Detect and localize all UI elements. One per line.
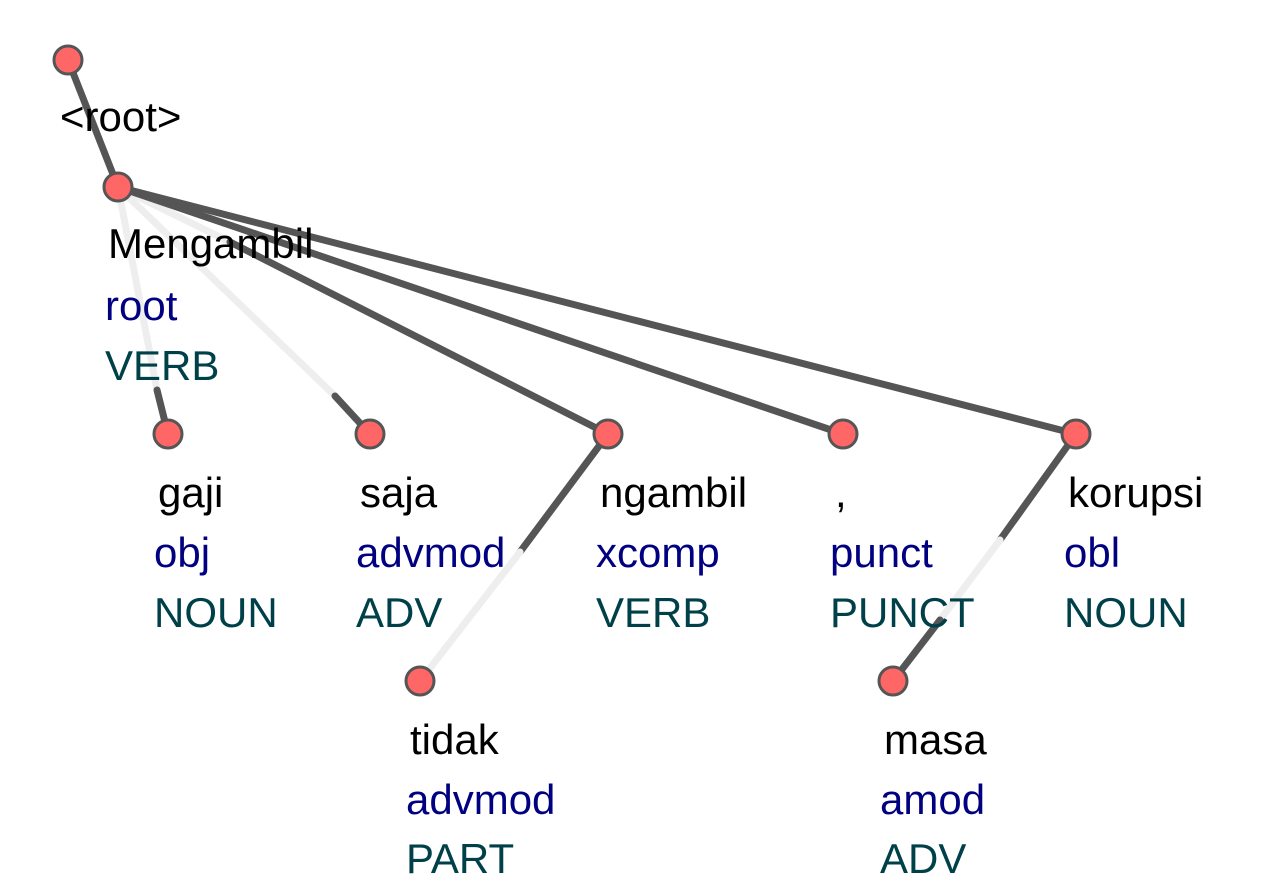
node-upos: ADV xyxy=(880,835,966,882)
edge-ngambil-to-tidak-light xyxy=(416,548,524,685)
node-saja: saja advmod ADV xyxy=(356,469,505,636)
edge-mengambil-to-comma xyxy=(114,183,847,438)
edge-korupsi-to-masa-dark xyxy=(996,430,1080,544)
node-deprel: punct xyxy=(830,529,933,576)
node-word: , xyxy=(835,469,847,516)
node-masa: masa amod ADV xyxy=(880,716,987,882)
edge-root-to-mengambil xyxy=(64,56,122,191)
node-dots xyxy=(52,44,1092,697)
node-dot-korupsi[interactable] xyxy=(1060,418,1092,450)
node-word: masa xyxy=(884,716,987,763)
node-dot-masa[interactable] xyxy=(877,665,909,697)
node-word: ngambil xyxy=(600,469,747,516)
edge-ngambil-to-tidak-dark xyxy=(516,430,612,556)
root-label: <root> xyxy=(60,93,181,140)
node-deprel: root xyxy=(105,282,178,329)
node-upos: PART xyxy=(406,835,514,882)
node-deprel: obj xyxy=(154,529,210,576)
node-upos: VERB xyxy=(596,589,710,636)
node-word: Mengambil xyxy=(108,220,313,267)
node-word: saja xyxy=(360,469,438,516)
node-deprel: amod xyxy=(880,776,985,823)
node-word: tidak xyxy=(410,716,500,763)
node-gaji: gaji obj NOUN xyxy=(154,469,278,636)
node-dot-gaji[interactable] xyxy=(152,418,184,450)
node-mengambil: Mengambil root VERB xyxy=(105,220,313,389)
node-deprel: advmod xyxy=(356,529,505,576)
node-dot-tidak[interactable] xyxy=(404,665,436,697)
node-tidak: tidak advmod PART xyxy=(406,716,555,882)
node-dot-mengambil[interactable] xyxy=(102,171,134,203)
node-upos: PUNCT xyxy=(830,589,975,636)
edge-korupsi-to-masa-light xyxy=(936,536,1004,624)
node-word: gaji xyxy=(158,469,223,516)
edge-mengambil-to-saja-light xyxy=(114,183,339,400)
node-dot-saja[interactable] xyxy=(354,418,386,450)
node-deprel: xcomp xyxy=(596,529,720,576)
node-upos: ADV xyxy=(356,589,442,636)
node-word: korupsi xyxy=(1068,469,1203,516)
edge-mengambil-to-korupsi xyxy=(114,183,1080,438)
edge-mengambil-to-gaji-light xyxy=(114,183,161,394)
node-upos: VERB xyxy=(105,342,219,389)
node-deprel: obl xyxy=(1064,529,1120,576)
node-ngambil: ngambil xcomp VERB xyxy=(596,469,747,636)
node-upos: NOUN xyxy=(1064,589,1188,636)
node-dot-comma[interactable] xyxy=(827,418,859,450)
node-dot-root[interactable] xyxy=(52,44,84,76)
node-deprel: advmod xyxy=(406,776,555,823)
node-comma: , punct PUNCT xyxy=(830,469,975,636)
node-dot-ngambil[interactable] xyxy=(592,418,624,450)
node-upos: NOUN xyxy=(154,589,278,636)
edge-mengambil-to-ngambil-dark xyxy=(226,238,612,438)
node-korupsi: korupsi obl NOUN xyxy=(1064,469,1203,636)
